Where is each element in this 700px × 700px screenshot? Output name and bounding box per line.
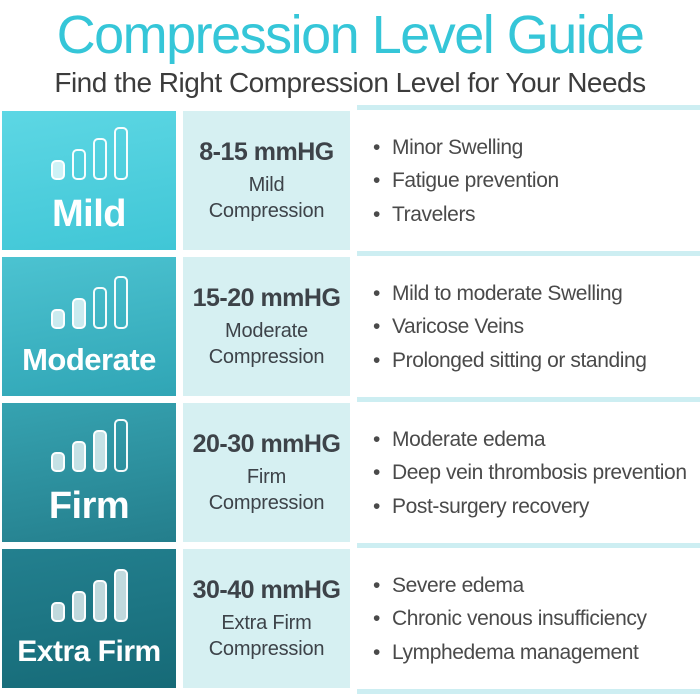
uses-cell-moderate: Mild to moderate Swelling Varicose Veins… xyxy=(357,251,700,403)
bar-outline xyxy=(113,276,128,330)
range-cell-mild: 8-15 mmHG Mild Compression xyxy=(183,111,350,251)
bar-filled xyxy=(113,569,128,623)
pressure-range: 15-20 mmHG xyxy=(192,283,341,312)
use-item: Moderate edema xyxy=(373,423,687,457)
use-item: Deep vein thrombosis prevention xyxy=(373,456,687,490)
bar-outline xyxy=(113,418,128,472)
signal-bars-icon xyxy=(50,568,128,623)
range-cell-firm: 20-30 mmHG Firm Compression xyxy=(183,403,350,543)
use-item: Prolonged sitting or standing xyxy=(373,344,647,378)
bar-outline xyxy=(92,137,107,180)
compression-type-line: Compression xyxy=(208,345,325,368)
bar-filled xyxy=(71,440,86,472)
use-item: Chronic venous insufficiency xyxy=(373,602,647,636)
use-item: Severe edema xyxy=(373,569,647,603)
compression-type-line: Extra Firm xyxy=(221,611,312,634)
compression-type-line: Compression xyxy=(208,491,325,514)
use-item: Travelers xyxy=(373,198,559,232)
bar-outline xyxy=(92,287,107,330)
row-firm: Firm 20-30 mmHG Firm Compression Moderat… xyxy=(2,397,700,549)
compression-type-line: Mild xyxy=(248,173,285,196)
pressure-range: 20-30 mmHG xyxy=(192,429,341,458)
level-cell-moderate: Moderate xyxy=(2,257,176,397)
level-cell-mild: Mild xyxy=(2,111,176,251)
bar-filled xyxy=(92,429,107,472)
compression-type-line: Firm xyxy=(246,465,287,488)
level-label: Mild xyxy=(52,192,126,235)
uses-cell-firm: Moderate edema Deep vein thrombosis prev… xyxy=(357,397,700,549)
row-extra-firm: Extra Firm 30-40 mmHG Extra Firm Compres… xyxy=(2,543,700,695)
use-item: Post-surgery recovery xyxy=(373,490,687,524)
level-label: Extra Firm xyxy=(17,635,161,669)
uses-cell-mild: Minor Swelling Fatigue prevention Travel… xyxy=(357,105,700,257)
level-label: Firm xyxy=(48,484,130,527)
page-title: Compression Level Guide xyxy=(56,5,645,65)
use-item: Minor Swelling xyxy=(373,131,559,165)
bar-filled xyxy=(50,309,65,330)
bar-filled xyxy=(50,159,65,180)
signal-bars-icon xyxy=(50,126,128,180)
uses-list: Mild to moderate Swelling Varicose Veins… xyxy=(357,277,651,378)
compression-table: Mild 8-15 mmHG Mild Compression Minor Sw… xyxy=(0,105,700,695)
range-cell-extra-firm: 30-40 mmHG Extra Firm Compression xyxy=(183,549,350,689)
bar-outline xyxy=(71,148,86,180)
pressure-range: 8-15 mmHG xyxy=(199,137,334,166)
signal-bars-icon xyxy=(50,418,128,472)
compression-type-line: Compression xyxy=(208,637,325,660)
page-subtitle: Find the Right Compression Level for You… xyxy=(54,67,646,99)
bar-filled xyxy=(50,602,65,623)
uses-list: Moderate edema Deep vein thrombosis prev… xyxy=(357,423,691,524)
use-item: Lymphedema management xyxy=(373,636,647,670)
use-item: Varicose Veins xyxy=(373,310,647,344)
level-cell-extra-firm: Extra Firm xyxy=(2,549,176,689)
level-cell-firm: Firm xyxy=(2,403,176,543)
row-moderate: Moderate 15-20 mmHG Moderate Compression… xyxy=(2,251,700,403)
uses-list: Minor Swelling Fatigue prevention Travel… xyxy=(357,131,563,232)
compression-type-line: Compression xyxy=(208,199,325,222)
use-item: Fatigue prevention xyxy=(373,164,559,198)
use-item: Mild to moderate Swelling xyxy=(373,277,647,311)
range-cell-moderate: 15-20 mmHG Moderate Compression xyxy=(183,257,350,397)
uses-list: Severe edema Chronic venous insufficienc… xyxy=(357,569,651,670)
bar-filled xyxy=(71,298,86,330)
pressure-range: 30-40 mmHG xyxy=(192,575,341,604)
compression-type-line: Moderate xyxy=(225,319,308,342)
bar-filled xyxy=(50,451,65,472)
bar-outline xyxy=(113,126,128,180)
header: Compression Level Guide Find the Right C… xyxy=(0,0,700,99)
uses-cell-extra-firm: Severe edema Chronic venous insufficienc… xyxy=(357,543,700,695)
level-label: Moderate xyxy=(22,342,156,378)
bar-filled xyxy=(92,580,107,623)
signal-bars-icon xyxy=(50,275,128,330)
row-mild: Mild 8-15 mmHG Mild Compression Minor Sw… xyxy=(2,105,700,257)
bar-filled xyxy=(71,591,86,623)
